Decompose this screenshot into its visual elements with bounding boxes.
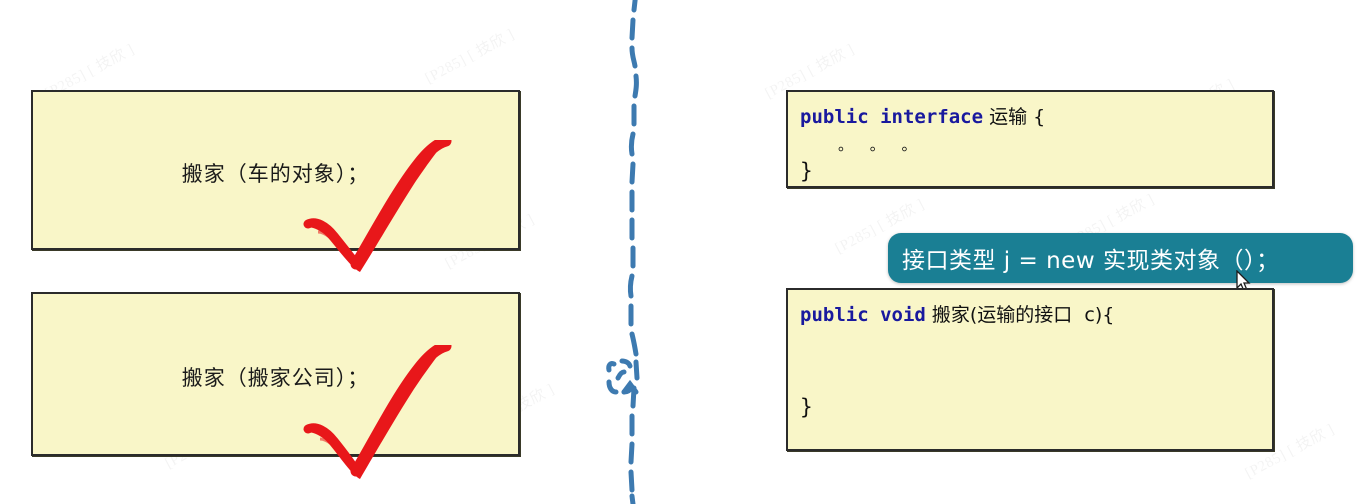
statement-text-2: 搬家（搬家公司）； (181, 366, 370, 390)
statement-box-1: 搬家（车的对象）； (31, 90, 520, 250)
code-block-method: public void 搬家(运输的接口 c){ } (786, 288, 1274, 451)
code-body-empty (800, 330, 1260, 394)
callout-text: 接口类型 j = new 实现类对象（）； (902, 248, 1280, 274)
code-line-closing-brace: } (800, 395, 813, 419)
code-line-ellipsis: 。 。 。 (838, 136, 923, 154)
code-line-interface-declaration: public interface 运输 { (800, 102, 1260, 132)
code-identifier: 搬家(运输的接口 c){ (925, 304, 1115, 326)
code-keyword: public void (800, 304, 926, 326)
code-block-interface: public interface 运输 { 。 。 。 } (786, 90, 1274, 188)
watermark: [P285] [ 技欣 ] (421, 23, 518, 88)
code-line-method-signature: public void 搬家(运输的接口 c){ (800, 300, 1260, 330)
code-keyword: public interface (800, 106, 984, 128)
code-line-closing-brace: } (800, 159, 813, 183)
statement-box-2: 搬家（搬家公司）； (31, 292, 520, 456)
callout-banner[interactable]: 接口类型 j = new 实现类对象（）； (888, 233, 1353, 283)
code-identifier: 运输 { (983, 106, 1046, 128)
dashed-divider-line (606, 0, 640, 504)
statement-text-1: 搬家（车的对象）； (181, 162, 370, 186)
divider-loop-mark (606, 358, 639, 395)
